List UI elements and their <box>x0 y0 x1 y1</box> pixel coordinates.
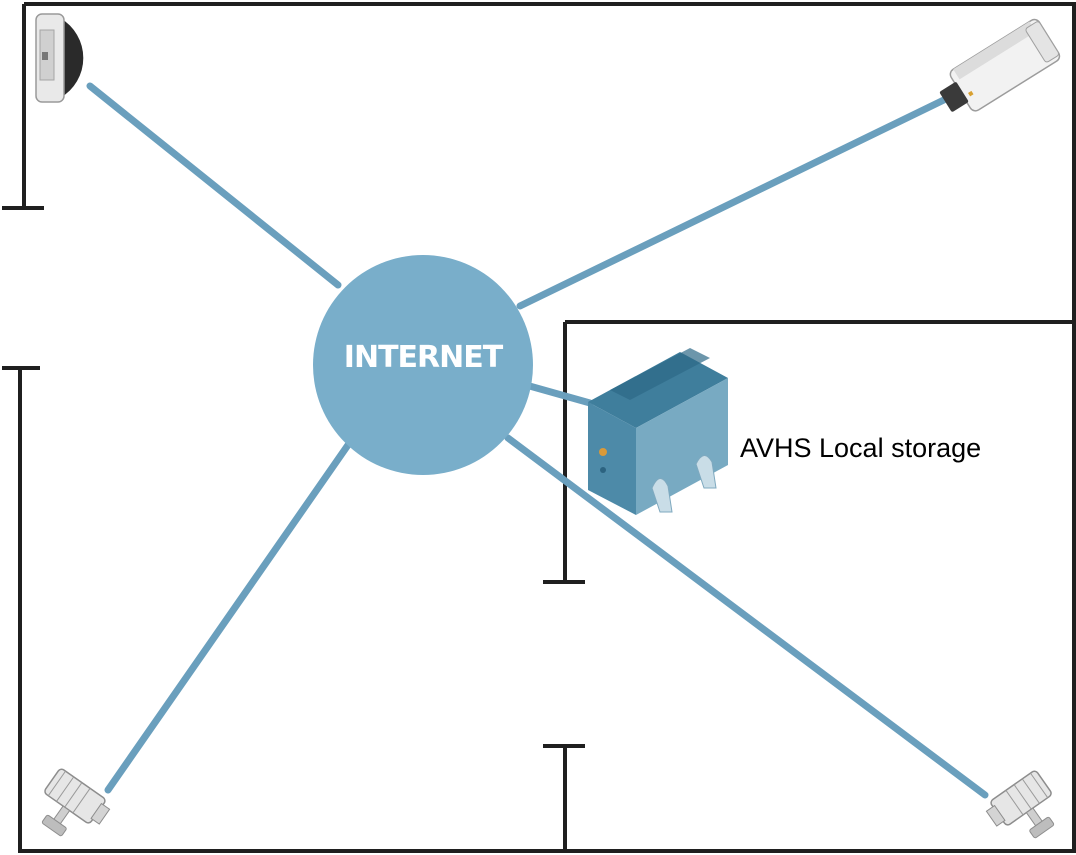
internet-hub <box>313 255 533 475</box>
dome-camera-icon <box>35 13 84 103</box>
outer-wall-top <box>24 2 1076 322</box>
storage-device-icon <box>588 348 728 515</box>
link-box-camera <box>516 92 956 310</box>
outer-wall-left-bottom <box>18 322 1076 853</box>
network-links <box>86 82 989 799</box>
link-ptz-bottom-right <box>504 434 989 799</box>
internet-hub-label: INTERNET <box>343 340 503 375</box>
link-dome-camera <box>86 82 342 289</box>
link-ptz-bottom-left <box>104 441 352 794</box>
mounted-camera-icon <box>41 768 111 837</box>
storage-label: AVHS Local storage <box>740 433 982 463</box>
link-storage <box>522 381 594 407</box>
mounted-camera-icon <box>985 770 1055 839</box>
box-camera-icon <box>939 18 1061 112</box>
